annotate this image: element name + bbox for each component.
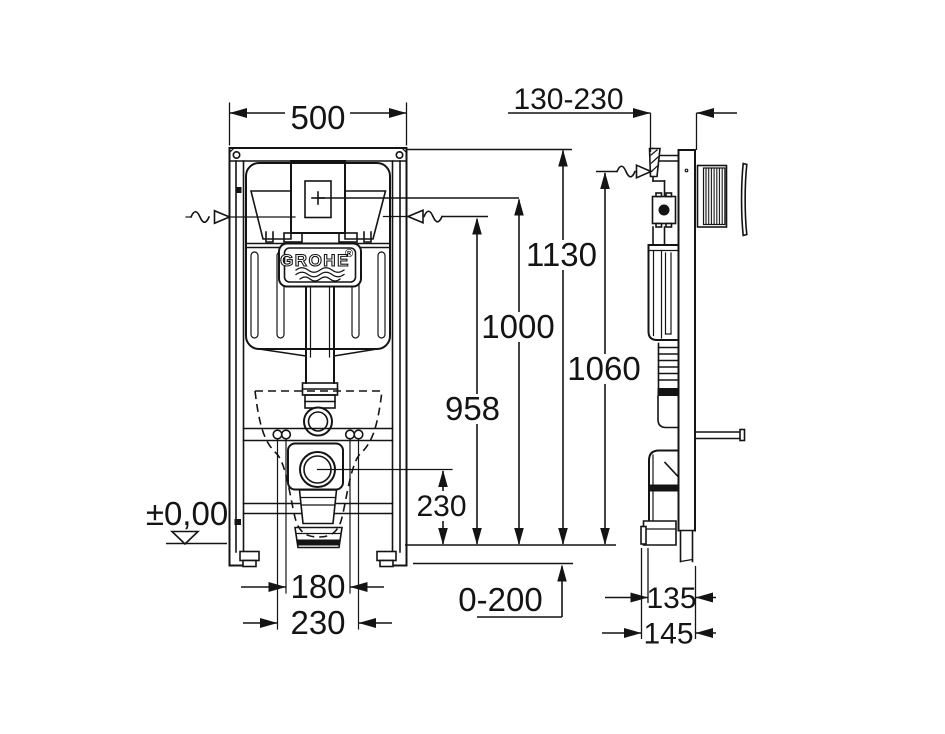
front-view: GROHE ®: [185, 147, 488, 630]
water-connection-right-icon: [382, 208, 488, 225]
cover-plate-side: [740, 162, 748, 237]
brand-plate: GROHE ®: [278, 242, 362, 288]
mounting-frame: [228, 147, 408, 567]
svg-text:230: 230: [416, 490, 466, 523]
svg-text:1130: 1130: [526, 236, 597, 273]
water-level-right: [344, 190, 387, 240]
meter-mark-upper: [235, 187, 242, 193]
svg-text:230: 230: [290, 604, 345, 641]
flush-actuator: [290, 160, 346, 234]
flush-pipe: [301, 285, 339, 437]
level-triangle-icon: [170, 530, 200, 546]
adjustable-feet: [239, 550, 397, 568]
svg-text:500: 500: [290, 99, 345, 136]
svg-text:1060: 1060: [567, 350, 640, 387]
svg-text:145: 145: [643, 618, 693, 651]
side-rail: [677, 149, 696, 532]
crossbars: [242, 427, 394, 515]
inspection-box: [651, 192, 677, 246]
cistern-side: [647, 244, 680, 341]
corner-screw-left: [232, 151, 241, 160]
anchor-tab: [648, 147, 661, 178]
water-level-left: [249, 190, 292, 240]
meter-mark-lower: [234, 519, 241, 525]
brand-logo-text: GROHE: [280, 251, 350, 270]
svg-text:180: 180: [290, 568, 345, 605]
dimension-actuator-height: 1000: [481, 198, 555, 545]
water-connection-left-icon: [185, 209, 296, 225]
svg-text:1000: 1000: [481, 308, 554, 345]
flush-bend-side: [657, 342, 680, 429]
side-view: [596, 147, 748, 563]
dimension-drain-offset-front: 135: [605, 548, 716, 639]
dimension-drain-height: 230: [416, 470, 467, 545]
wc-mounting-bolts: [272, 429, 364, 630]
wall-anchor-bracket: [648, 147, 680, 198]
svg-text:±0,00: ±0,00: [146, 495, 228, 532]
corner-screw-right: [395, 151, 404, 160]
dimension-inlet-height: 958: [445, 217, 500, 545]
wc-bowl-outline: [254, 390, 383, 538]
logo-waves-icon: [295, 267, 345, 282]
dimension-bolt-spacing-wide: 230: [243, 604, 392, 641]
dimension-foot-adjustment: 0-200: [458, 564, 567, 618]
floor-level-marker: ±0,00: [146, 495, 228, 546]
dimension-bracket-height: 1060: [567, 172, 641, 545]
dimension-bolt-spacing-narrow: 180: [241, 568, 384, 605]
support-arm: [694, 428, 746, 442]
svg-text:130-230: 130-230: [513, 83, 623, 116]
drain-elbow-side: [640, 449, 694, 563]
dimension-total-height: 1130: [526, 149, 597, 545]
dimension-drain-offset-back: 145: [602, 548, 716, 651]
dimension-wall-distance: 130-230: [508, 83, 737, 152]
svg-text:958: 958: [445, 390, 500, 427]
reference-lines: [318, 148, 616, 565]
svg-text:0-200: 0-200: [458, 581, 542, 618]
drain-socket: [287, 442, 453, 549]
wall-fixing-arrow-icon: [596, 163, 654, 180]
dimension-frame-width: 500: [228, 99, 408, 146]
svg-text:135: 135: [646, 582, 696, 615]
registered-mark: ®: [345, 248, 353, 260]
flush-plate-side: [696, 164, 728, 228]
